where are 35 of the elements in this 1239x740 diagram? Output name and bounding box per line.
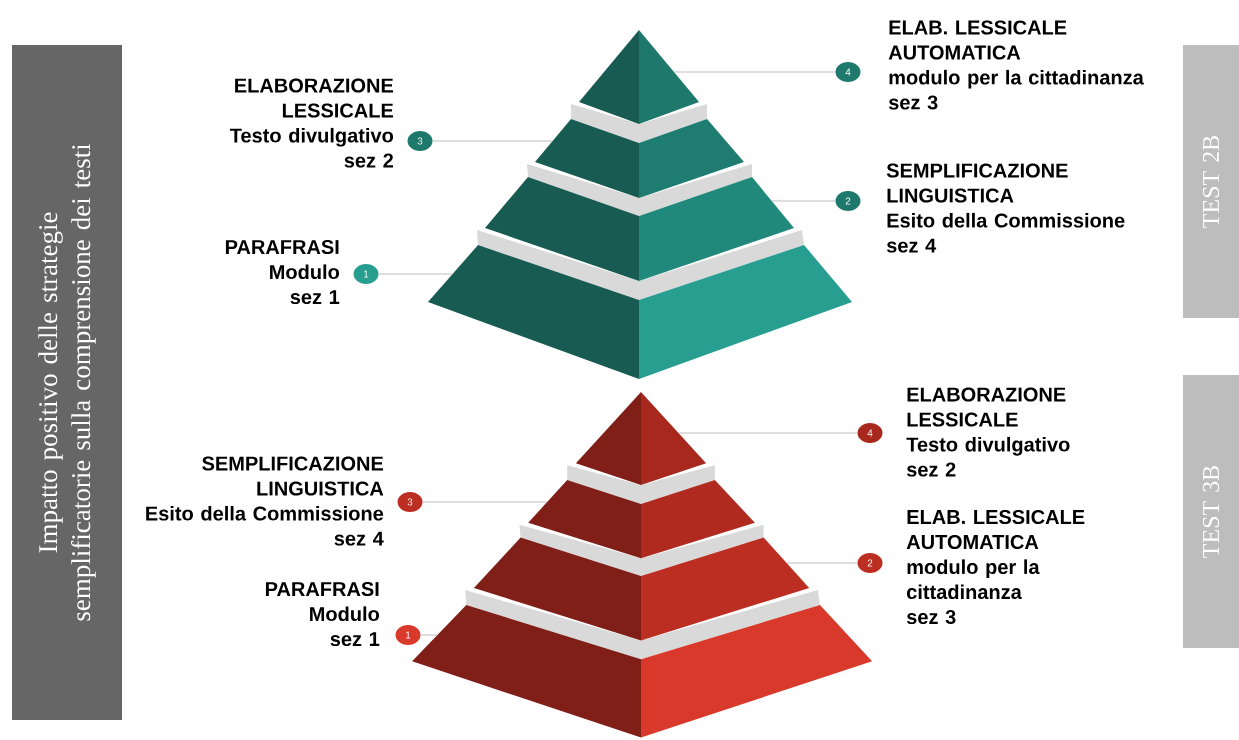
- number-badge: 4: [835, 62, 861, 82]
- callout-text: ELABORAZIONE LESSICALE Testo divulgativo sez 2: [906, 387, 1070, 477]
- callout-text: ELABORAZIONE LESSICALE Testo divulgativo sez 2: [229, 78, 394, 168]
- leader-line: [420, 634, 438, 636]
- number-badge: 2: [857, 553, 883, 573]
- pyramid-tier: [528, 480, 755, 559]
- number-badge: 3: [407, 131, 433, 151]
- title-band: Impatto positivo delle strategie semplificatorie sulla comprensione dei testi: [12, 45, 122, 720]
- pyramid-tier: [575, 392, 707, 486]
- label-band: TEST 3B: [1183, 375, 1239, 648]
- number-badge: 2: [835, 191, 861, 211]
- number-badge: 1: [353, 264, 379, 284]
- number-badge: 3: [397, 492, 423, 512]
- callout-text: ELAB. LESSICALE AUTOMATICA modulo per la cittadinanza sez 3: [906, 509, 1085, 625]
- leader-line: [771, 200, 836, 202]
- callout-text: ELAB. LESSICALE AUTOMATICA modulo per la cittadinanza sez 3: [888, 20, 1144, 110]
- leader-line: [678, 432, 858, 434]
- leader-line: [673, 71, 836, 73]
- pyramid-tier: [473, 537, 810, 641]
- callout-text: PARAFRASI Modulo sez 1: [265, 581, 380, 647]
- leader-line: [422, 501, 548, 503]
- callout-text: SEMPLIFICAZIONE LINGUISTICA Esito della Commissione sez 4: [146, 456, 384, 546]
- leader-line: [432, 140, 553, 142]
- pyramid-tier: [485, 177, 794, 281]
- number-badge: 1: [395, 625, 421, 645]
- leader-line: [378, 273, 453, 275]
- pyramid-tier: [579, 30, 699, 124]
- label-band: TEST 2B: [1183, 45, 1239, 318]
- pyramid-tier: [535, 119, 744, 198]
- callout-text: SEMPLIFICAZIONE LINGUISTICA Esito della Commissione sez 4: [886, 163, 1125, 253]
- callout-text: PARAFRASI Modulo sez 1: [225, 239, 340, 305]
- pyramid-tier: [412, 604, 873, 738]
- leader-line: [786, 562, 858, 564]
- pyramid-tier: [428, 245, 852, 379]
- number-badge: 4: [857, 423, 883, 443]
